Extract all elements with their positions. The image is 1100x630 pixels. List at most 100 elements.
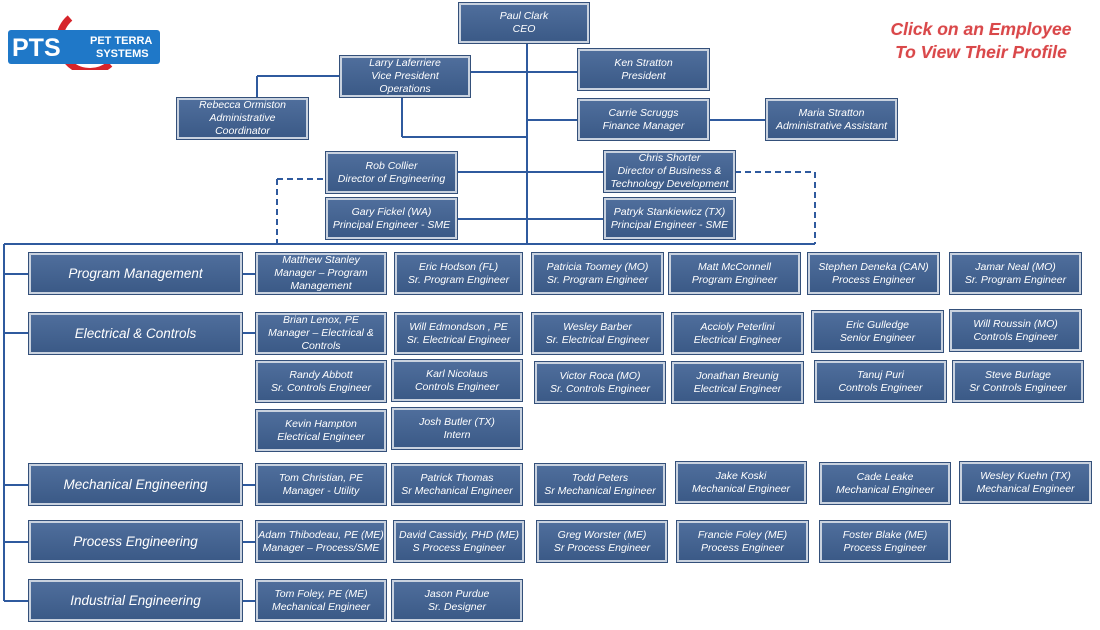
employee-name: Brian Lenox, PE — [283, 314, 359, 326]
dept-electrical-controls[interactable]: Electrical & Controls — [28, 312, 243, 355]
employee-title: Electrical Engineer — [693, 382, 782, 395]
employee-title: Sr. Program Engineer — [407, 273, 510, 286]
employee-card[interactable]: David Cassidy, PHD (ME)S Process Enginee… — [393, 520, 525, 563]
employee-title: Principal Engineer - SME — [610, 218, 729, 231]
employee-name: Matthew Stanley — [282, 254, 360, 266]
employee-card[interactable]: Greg Worster (ME)Sr Process Engineer — [536, 520, 668, 563]
employee-title: Manager – Electrical & Controls — [268, 327, 374, 352]
employee-name: Larry Laferriere — [369, 57, 441, 69]
employee-name: Patryk Stankiewicz (TX) — [613, 205, 726, 218]
employee-name: Paul Clark — [499, 10, 549, 22]
employee-name: Rebecca Ormiston — [199, 99, 286, 111]
employee-name: Victor Roca (MO) — [559, 369, 641, 382]
employee-name: Will Edmondson , PE — [409, 320, 508, 333]
employee-title: Electrical Engineer — [277, 430, 365, 443]
employee-card[interactable]: Adam Thibodeau, PE (ME)Manager – Process… — [255, 520, 387, 563]
employee-name: Ken Stratton — [614, 56, 673, 69]
prompt-line1: Click on an Employee — [890, 19, 1072, 39]
dept-program-management[interactable]: Program Management — [28, 252, 243, 295]
employee-card[interactable]: Jamar Neal (MO)Sr. Program Engineer — [949, 252, 1082, 295]
employee-title: Manager - Utility — [282, 484, 360, 497]
employee-name: Wesley Barber — [563, 320, 632, 333]
employee-name: Todd Peters — [571, 471, 629, 484]
employee-title: Sr. Controls Engineer — [550, 382, 650, 395]
employee-name: Kevin Hampton — [285, 417, 357, 430]
employee-title: President — [621, 69, 666, 82]
employee-name: Francie Foley (ME) — [697, 528, 788, 541]
employee-card-sme-tx[interactable]: Patryk Stankiewicz (TX)Principal Enginee… — [603, 197, 736, 240]
employee-name: Randy Abbott — [289, 368, 353, 381]
dept-process-engineering[interactable]: Process Engineering — [28, 520, 243, 563]
employee-card[interactable]: Josh Butler (TX)Intern — [391, 407, 523, 450]
employee-name: Karl Nicolaus — [426, 367, 488, 380]
employee-name: Tom Foley, PE (ME) — [274, 587, 368, 600]
employee-title: Manager – Program Management — [274, 267, 368, 292]
employee-name: Accioly Peterlini — [700, 320, 775, 333]
employee-title: Program Engineer — [691, 273, 778, 286]
employee-title: Process Engineer — [832, 273, 915, 286]
employee-name: Gary Fickel (WA) — [351, 205, 432, 218]
employee-title: Controls Engineer — [973, 330, 1058, 343]
employee-card-sme-wa[interactable]: Gary Fickel (WA)Principal Engineer - SME — [325, 197, 458, 240]
employee-name: Foster Blake (ME) — [842, 528, 928, 541]
employee-name: David Cassidy, PHD (ME) — [399, 528, 519, 541]
employee-title: Administrative Assistant — [775, 119, 888, 132]
employee-name: Maria Stratton — [798, 106, 865, 119]
employee-title: Sr Mechanical Engineer — [401, 484, 513, 497]
logo-short-text: PTS — [12, 34, 61, 62]
employee-title: Sr. Program Engineer — [546, 273, 649, 286]
employee-card[interactable]: Wesley Kuehn (TX)Mechanical Engineer — [959, 461, 1092, 504]
employee-title: Director of Engineering — [337, 172, 446, 185]
employee-card[interactable]: Patricia Toomey (MO)Sr. Program Engineer — [531, 252, 664, 295]
logo-line2-text: SYSTEMS — [96, 48, 149, 60]
employee-name: Jason Purdue — [424, 587, 490, 600]
employee-name: Jamar Neal (MO) — [975, 260, 1056, 273]
employee-title: Vice President Operations — [371, 70, 439, 95]
employee-card[interactable]: Eric Hodson (FL)Sr. Program Engineer — [394, 252, 523, 295]
employee-card[interactable]: Victor Roca (MO)Sr. Controls Engineer — [534, 361, 666, 404]
employee-name: Stephen Deneka (CAN) — [818, 260, 929, 273]
employee-title: Controls Engineer — [838, 381, 923, 394]
employee-name: Patrick Thomas — [420, 471, 494, 484]
dept-mechanical-engineering[interactable]: Mechanical Engineering — [28, 463, 243, 506]
employee-name: Patricia Toomey (MO) — [546, 260, 649, 273]
employee-card[interactable]: Tom Foley, PE (ME)Mechanical Engineer — [255, 579, 387, 622]
dept-industrial-engineering[interactable]: Industrial Engineering — [28, 579, 243, 622]
employee-title: Sr. Program Engineer — [964, 273, 1067, 286]
employee-card[interactable]: Foster Blake (ME)Process Engineer — [819, 520, 951, 563]
click-prompt: Click on an Employee To View Their Profi… — [868, 18, 1094, 64]
employee-card[interactable]: Stephen Deneka (CAN)Process Engineer — [807, 252, 940, 295]
employee-card[interactable]: Will Roussin (MO)Controls Engineer — [949, 309, 1082, 352]
employee-title: Director of Business & Technology Develo… — [610, 165, 729, 190]
employee-name: Josh Butler (TX) — [419, 415, 495, 428]
employee-card[interactable]: Francie Foley (ME)Process Engineer — [676, 520, 809, 563]
employee-title: S Process Engineer — [412, 541, 506, 554]
